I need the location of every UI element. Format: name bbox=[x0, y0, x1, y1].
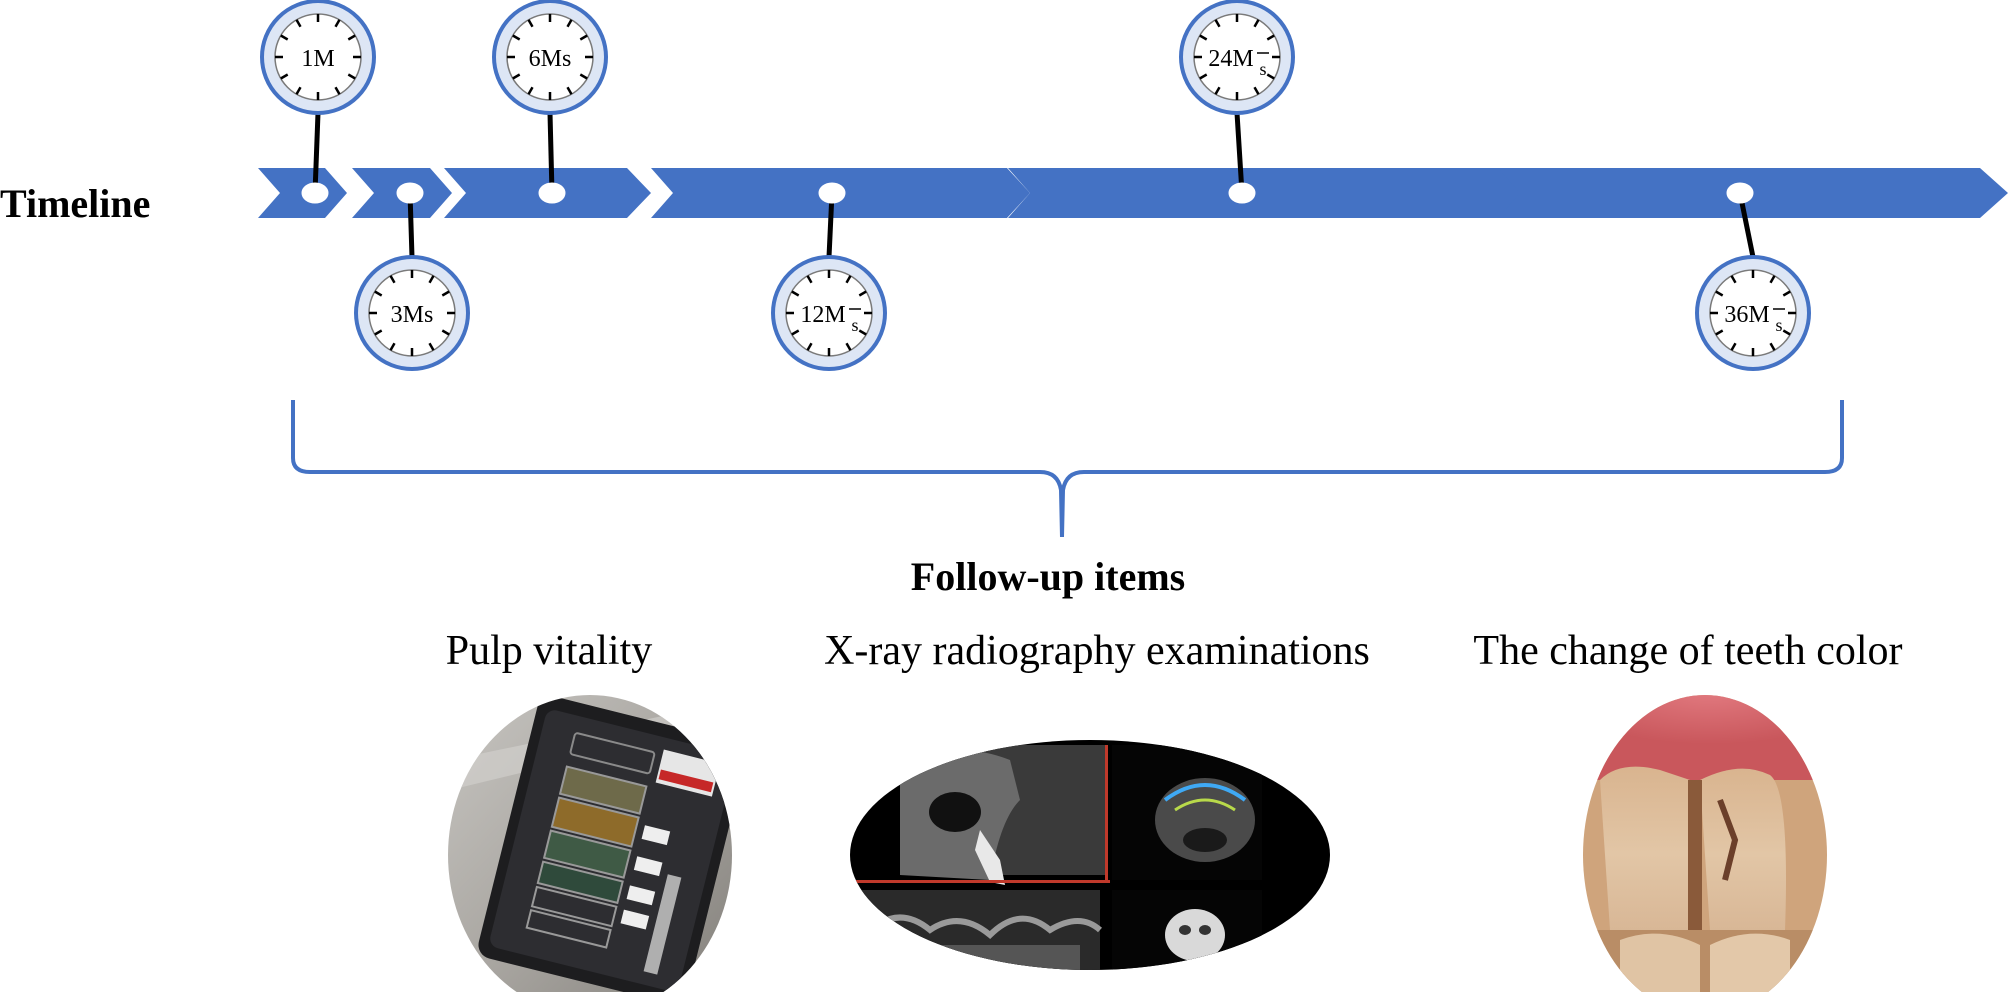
clock-tick bbox=[806, 275, 813, 284]
timeline-label: Timeline bbox=[0, 181, 150, 226]
milestone-label: 3Ms bbox=[391, 302, 434, 328]
timeline-segment-5 bbox=[1008, 168, 1532, 218]
clock-tick bbox=[441, 329, 450, 336]
clock-tick bbox=[295, 19, 302, 28]
cbct-scan-screenshot bbox=[850, 740, 1330, 970]
milestone-connector bbox=[1234, 112, 1245, 194]
clock-tick bbox=[280, 73, 289, 80]
clock-tick bbox=[1730, 342, 1737, 351]
follow-up-title: Follow-up items bbox=[911, 554, 1185, 599]
clock-tick bbox=[512, 34, 521, 41]
follow-up-brace bbox=[291, 400, 1844, 538]
milestone-dot bbox=[818, 182, 846, 204]
milestone-connector bbox=[312, 112, 321, 194]
clock-tick bbox=[1769, 342, 1776, 351]
clock-tick bbox=[791, 329, 800, 336]
clock-tick bbox=[858, 329, 867, 336]
milestone-5: 24M s bbox=[1179, 0, 1295, 204]
clock-tick bbox=[280, 34, 289, 41]
milestone-label: 12M bbox=[800, 302, 845, 328]
clock-tick bbox=[347, 34, 356, 41]
clock-tick bbox=[374, 290, 383, 297]
clock-tick bbox=[1266, 73, 1275, 80]
clock-tick bbox=[389, 275, 396, 284]
pulp-vitality-tester-photo bbox=[448, 695, 732, 992]
clock-tick bbox=[1782, 290, 1791, 297]
milestone-connector bbox=[1737, 192, 1756, 258]
milestone-connector bbox=[407, 192, 415, 258]
clock-tick bbox=[389, 342, 396, 351]
item-label-pulp-vitality: Pulp vitality bbox=[446, 628, 653, 674]
clock-tick bbox=[1715, 329, 1724, 336]
item-label-teeth-color: The change of teeth color bbox=[1473, 628, 1902, 674]
clock-tick bbox=[579, 73, 588, 80]
milestone-connector bbox=[547, 112, 555, 194]
clock-tick bbox=[1266, 34, 1275, 41]
milestone-label-marker: s bbox=[1259, 59, 1266, 79]
clock-tick bbox=[1214, 86, 1221, 95]
clock-tick bbox=[428, 275, 435, 284]
clock-tick bbox=[1199, 73, 1208, 80]
milestone-dot bbox=[1726, 182, 1754, 204]
clock-tick bbox=[334, 86, 341, 95]
milestone-dot bbox=[396, 182, 424, 204]
clock-tick bbox=[1253, 19, 1260, 28]
clock-tick bbox=[566, 86, 573, 95]
clock-tick bbox=[374, 329, 383, 336]
milestone-dot bbox=[538, 182, 566, 204]
clock-tick bbox=[347, 73, 356, 80]
clock-tick bbox=[858, 290, 867, 297]
milestone-label-marker: s bbox=[1775, 315, 1782, 335]
clock-tick bbox=[579, 34, 588, 41]
clock-tick bbox=[512, 73, 521, 80]
clock-tick bbox=[806, 342, 813, 351]
clock-tick bbox=[1253, 86, 1260, 95]
milestone-label: 24M bbox=[1208, 46, 1253, 72]
clock-tick bbox=[527, 19, 534, 28]
milestone-dot bbox=[1228, 182, 1256, 204]
clock-tick bbox=[334, 19, 341, 28]
clock-tick bbox=[295, 86, 302, 95]
milestone-1: 1M bbox=[260, 0, 376, 204]
milestone-3: 6Ms bbox=[492, 0, 608, 204]
milestone-label: 36M bbox=[1724, 302, 1769, 328]
clock-tick bbox=[441, 290, 450, 297]
milestone-label: 6Ms bbox=[529, 46, 572, 72]
clock-tick bbox=[566, 19, 573, 28]
clock-tick bbox=[1715, 290, 1724, 297]
clock-tick bbox=[791, 290, 800, 297]
clock-tick bbox=[527, 86, 534, 95]
item-label-xray: X-ray radiography examinations bbox=[824, 628, 1370, 674]
clock-tick bbox=[845, 342, 852, 351]
milestone-2: 3Ms bbox=[354, 182, 470, 371]
milestone-label: 1M bbox=[301, 46, 334, 72]
milestone-label-marker: s bbox=[851, 315, 858, 335]
clock-tick bbox=[428, 342, 435, 351]
milestone-4: 12M s bbox=[771, 182, 887, 371]
clock-tick bbox=[1782, 329, 1791, 336]
milestone-6: 36M s bbox=[1695, 182, 1811, 371]
milestone-dot bbox=[301, 182, 329, 204]
clock-tick bbox=[845, 275, 852, 284]
front-teeth-photo bbox=[1583, 695, 1827, 992]
clock-tick bbox=[1730, 275, 1737, 284]
milestone-connector bbox=[826, 192, 835, 258]
clock-tick bbox=[1769, 275, 1776, 284]
clock-tick bbox=[1199, 34, 1208, 41]
clock-tick bbox=[1214, 19, 1221, 28]
timeline-milestones: 1M 3Ms 6Ms 12M s 24M s 36M s bbox=[260, 0, 1811, 371]
